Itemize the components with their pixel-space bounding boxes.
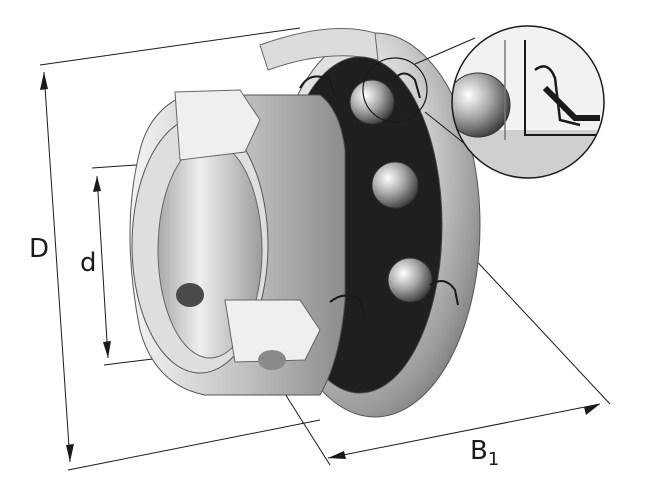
label-width-sub: 1 (487, 449, 500, 470)
balls (349, 79, 433, 303)
inner-ring (129, 89, 346, 396)
ball-middle (371, 161, 419, 209)
label-width: B1 (470, 438, 499, 469)
width-dim-line (327, 403, 601, 459)
set-screw-hole (176, 283, 204, 307)
arrow-width-left (328, 451, 346, 459)
ball-bottom (387, 257, 433, 303)
arrow-bore-top (93, 176, 101, 192)
detail-marker-circle (362, 57, 428, 123)
inner-ring-cutaway-top (174, 89, 261, 161)
outer-diameter-dim-line (43, 71, 71, 463)
detail-lens-circle (451, 25, 605, 179)
detail-leader-top (414, 37, 476, 65)
seals (299, 72, 459, 319)
seal-bottom-right (429, 280, 459, 306)
inner-ring-cutaway-bottom (224, 299, 321, 363)
seal-top-left (299, 75, 336, 96)
d-extension-top (39, 27, 301, 66)
magnifier (362, 25, 605, 179)
ball-top (349, 79, 395, 125)
detail-lens-content (452, 26, 604, 178)
label-width-main: B (470, 436, 488, 466)
seal-top-right (394, 72, 421, 99)
arrow-d-bottom (66, 444, 74, 462)
width-extension-right (469, 253, 611, 405)
seal-bottom-left (329, 294, 366, 319)
arrow-bore-bottom (103, 341, 111, 358)
dimension-arrows (40, 72, 600, 462)
label-outer-diameter: D (29, 234, 50, 264)
d-extension-bottom (67, 419, 321, 471)
bore-diameter-dim-line (96, 175, 109, 359)
grease-hole (258, 350, 286, 370)
arrow-width-right (584, 404, 600, 415)
label-bore-diameter: d (80, 248, 97, 278)
arrow-d-top (40, 72, 48, 90)
